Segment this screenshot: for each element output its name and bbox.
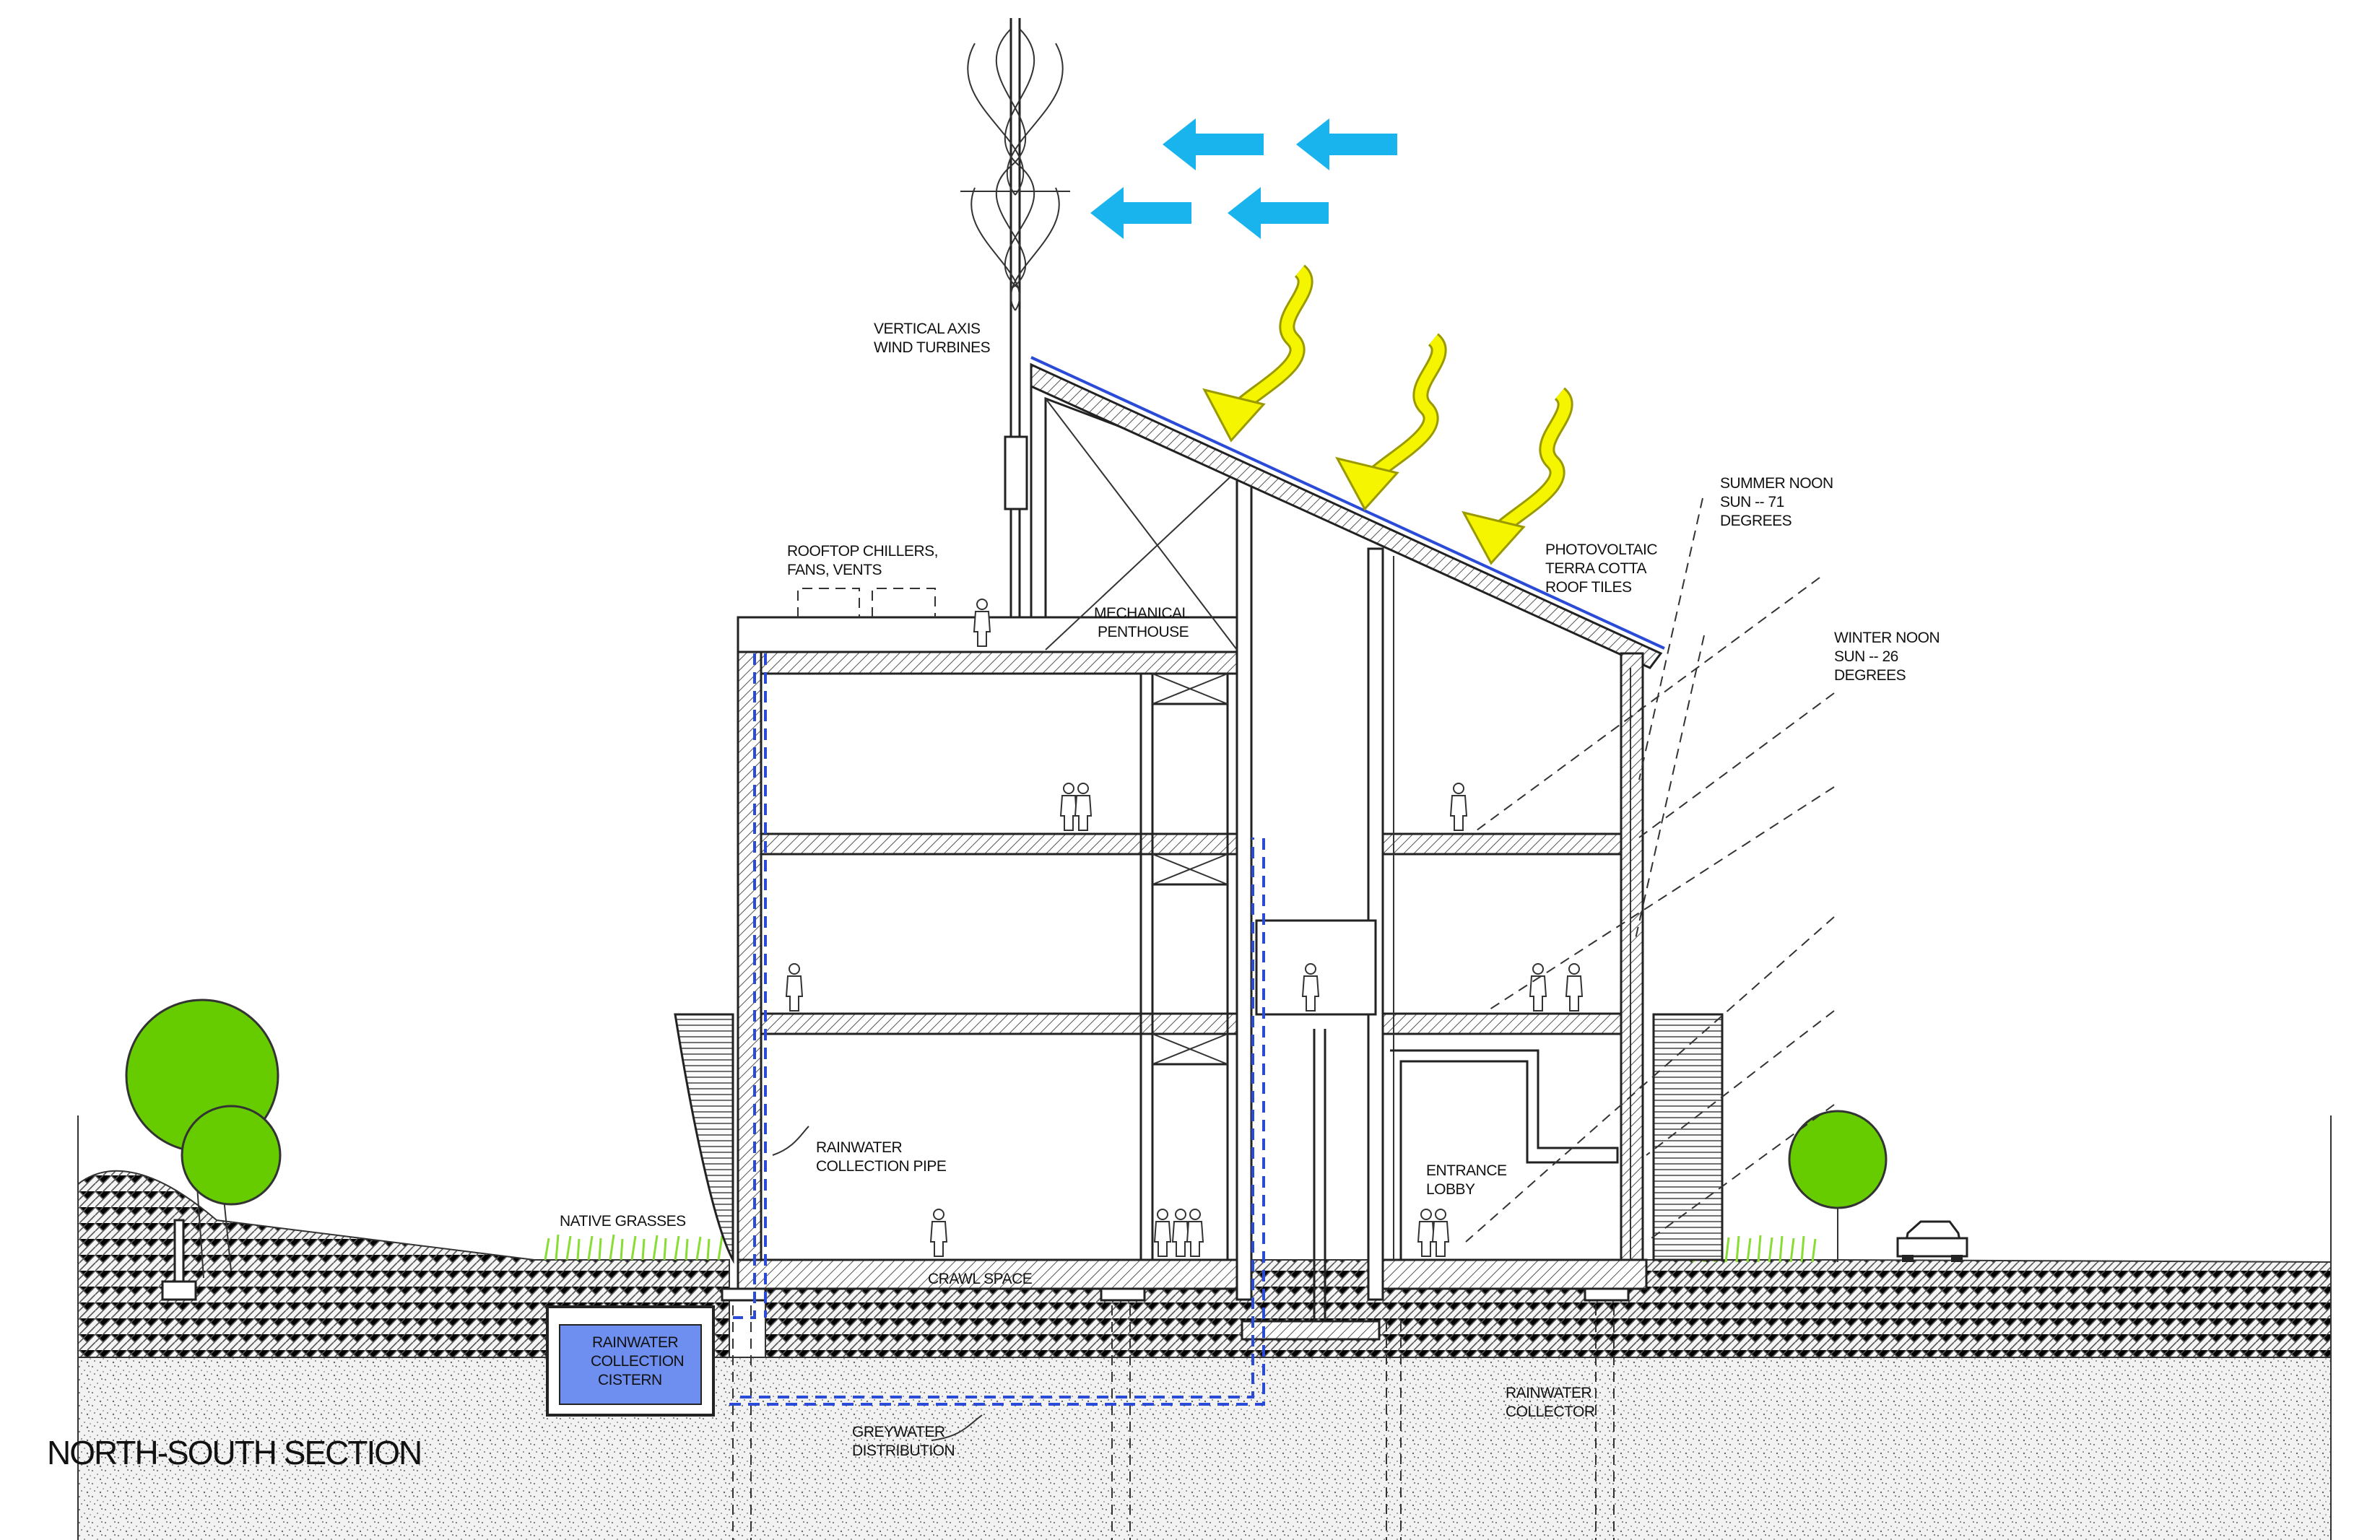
label-wind-turbines-2: WIND TURBINES <box>874 339 991 356</box>
car-icon <box>1896 1220 1968 1262</box>
native-grasses-left <box>544 1234 724 1261</box>
label-entrance-lobby-2: LOBBY <box>1426 1181 1475 1198</box>
label-summer-sun-1: SUMMER NOON <box>1720 475 1833 492</box>
label-summer-sun-2: SUN -- 71 <box>1720 494 1784 510</box>
tree-large-left <box>125 999 282 1279</box>
label-cistern-2: COLLECTION <box>591 1353 684 1370</box>
label-cistern-3: CISTERN <box>598 1372 662 1388</box>
label-winter-sun-3: DEGREES <box>1834 667 1906 684</box>
water-pipes <box>729 653 1265 1406</box>
rainwater-cistern <box>546 1305 715 1417</box>
label-photovoltaic-2: TERRA COTTA <box>1545 560 1646 577</box>
label-native-grasses: NATIVE GRASSES <box>560 1213 686 1230</box>
label-mechanical-penthouse-2: PENTHOUSE <box>1098 624 1189 640</box>
label-rainwater-collector-2: COLLECTOR <box>1506 1404 1595 1420</box>
light-post <box>161 1219 197 1301</box>
labels: VERTICAL AXIS WIND TURBINES ROOFTOP CHIL… <box>47 321 1940 1471</box>
tree-right <box>1788 1110 1888 1262</box>
label-wind-turbines-1: VERTICAL AXIS <box>874 321 981 337</box>
label-cistern-1: RAINWATER <box>592 1334 678 1351</box>
building-section <box>674 356 1724 1540</box>
label-summer-sun-3: DEGREES <box>1720 513 1792 529</box>
label-rooftop-chillers-1: ROOFTOP CHILLERS, <box>787 543 938 560</box>
label-greywater-1: GREYWATER <box>852 1424 945 1440</box>
label-rainwater-pipe-2: COLLECTION PIPE <box>816 1158 947 1175</box>
label-winter-sun-2: SUN -- 26 <box>1834 648 1898 665</box>
diagram-title: NORTH-SOUTH SECTION <box>47 1434 421 1471</box>
label-photovoltaic-3: ROOF TILES <box>1545 579 1632 596</box>
label-photovoltaic-1: PHOTOVOLTAIC <box>1545 541 1657 558</box>
wind-arrows <box>1090 118 1397 239</box>
label-rainwater-pipe-1: RAINWATER <box>816 1139 902 1156</box>
ground-section <box>77 1115 2332 1540</box>
label-crawl-space: CRAWL SPACE <box>928 1271 1033 1287</box>
label-mechanical-penthouse-1: MECHANICAL <box>1094 605 1190 622</box>
label-rooftop-chillers-2: FANS, VENTS <box>787 562 882 578</box>
label-rainwater-collector-1: RAINWATER <box>1506 1385 1591 1401</box>
sun-rays <box>1202 264 1573 565</box>
leader-lines <box>772 1126 983 1441</box>
label-winter-sun-1: WINTER NOON <box>1834 630 1940 646</box>
label-entrance-lobby-1: ENTRANCE <box>1426 1162 1507 1179</box>
wind-turbine-icon <box>960 18 1070 617</box>
sun-angle-lines <box>1465 497 1835 1243</box>
label-greywater-2: DISTRIBUTION <box>852 1443 955 1459</box>
